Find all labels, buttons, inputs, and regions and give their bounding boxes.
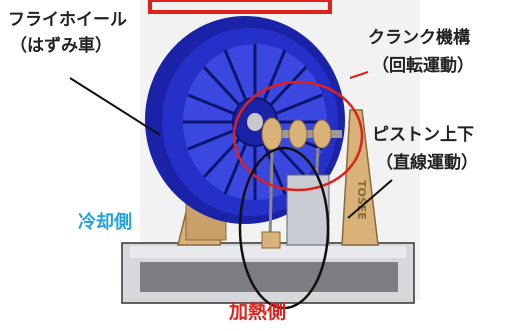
heating-base — [121, 242, 415, 304]
crank-highlight-leader — [349, 71, 369, 79]
flywheel-sub-label: （はずみ車） — [10, 36, 112, 56]
crank-mechanism-label: クランク機構 — [368, 28, 470, 48]
piston-sub-label: （直線運動） — [376, 153, 478, 173]
piston-leader-line — [347, 179, 393, 219]
crank-highlight-circle — [232, 80, 364, 192]
piston-highlight-oval — [238, 146, 330, 310]
piston-label: ピストン上下 — [372, 125, 474, 145]
flywheel-label: フライホイール — [8, 10, 127, 30]
top-banner-frame — [148, 0, 332, 14]
heating-side-label: 加熱側 — [229, 301, 287, 323]
piston-assembly — [261, 147, 330, 249]
flywheel-leader-line — [69, 77, 161, 136]
cooling-side-label: 冷却側 — [78, 212, 132, 233]
crank-mechanism-sub-label: （回転運動） — [372, 56, 474, 76]
crank-mechanism — [261, 117, 342, 151]
svg-text:TOSEE: TOSEE — [355, 180, 368, 220]
